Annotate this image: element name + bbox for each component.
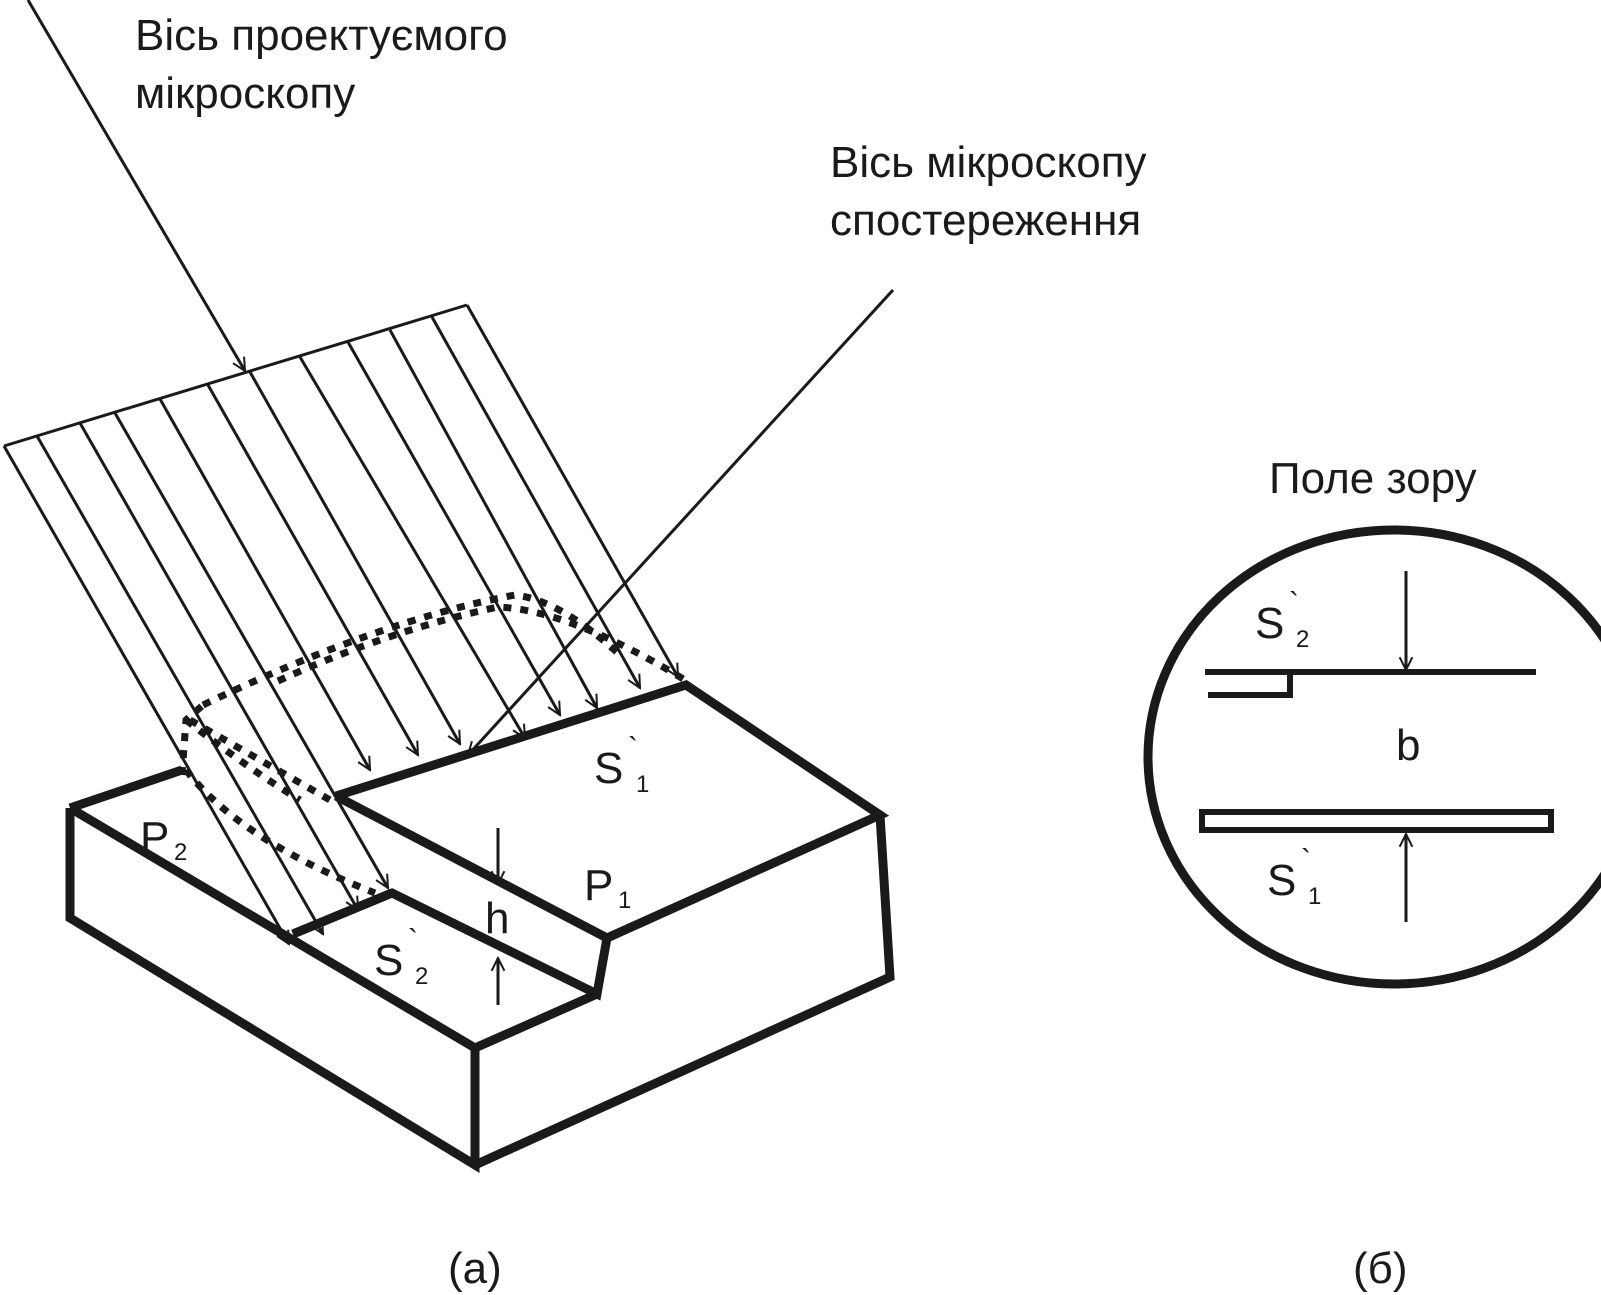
fov-label-s2-prime: ` xyxy=(1289,587,1299,620)
fov-label-s1: S xyxy=(1267,856,1296,905)
light-ray xyxy=(2,445,291,944)
projection-beam-top-edge xyxy=(3,303,468,448)
light-ray xyxy=(248,371,462,744)
field-of-view xyxy=(1143,525,1601,989)
caption-a: (а) xyxy=(448,1244,502,1293)
block-lower-top-face xyxy=(67,765,599,1054)
projection-beam xyxy=(2,0,895,944)
light-ray xyxy=(158,398,372,770)
light-ray xyxy=(35,435,325,934)
projection-axis-label-line2: мікроскопу xyxy=(135,69,355,118)
block-upper-top-face xyxy=(334,680,890,943)
label-s2: S xyxy=(374,936,403,985)
light-ray xyxy=(298,356,527,738)
fov-label-s2: S xyxy=(1255,599,1284,648)
light-ray xyxy=(430,316,642,688)
light-ray xyxy=(206,384,420,755)
lower-edge-strip xyxy=(1199,809,1554,833)
projection-axis-line xyxy=(26,0,247,371)
field-of-view-circle xyxy=(1143,525,1601,989)
field-of-view-title: Поле зору xyxy=(1269,454,1477,503)
light-ray xyxy=(113,412,390,888)
projection-axis-label-line1: Вісь проектуємого xyxy=(135,11,508,60)
fov-label-b: b xyxy=(1396,721,1420,770)
label-s2-prime: ` xyxy=(408,924,418,957)
light-ray xyxy=(388,329,599,708)
block-left-side xyxy=(65,808,480,1174)
light-ray xyxy=(78,422,360,910)
label-s1-prime: ` xyxy=(628,732,638,765)
label-s2-sub: 2 xyxy=(415,963,428,990)
label-p2: P xyxy=(140,813,169,862)
block-right-side xyxy=(473,814,895,1170)
label-h: h xyxy=(485,894,509,943)
fov-label-s2-sub: 2 xyxy=(1296,626,1309,653)
stepped-block xyxy=(65,680,895,1174)
label-s1-sub: 1 xyxy=(636,771,649,798)
label-s1: S xyxy=(594,744,623,793)
upper-edge-step xyxy=(1208,672,1293,698)
dotted-illumination-outline xyxy=(178,591,687,897)
fov-label-s1-sub: 1 xyxy=(1308,883,1321,910)
caption-b: (б) xyxy=(1353,1244,1408,1293)
label-p2-sub: 2 xyxy=(174,839,187,866)
light-ray xyxy=(465,304,680,677)
light-ray xyxy=(346,341,562,715)
fov-label-s1-prime: ` xyxy=(1301,844,1311,877)
observation-axis-line xyxy=(468,288,895,755)
observation-axis-label-line2: спостереження xyxy=(830,196,1141,245)
observation-axis-label-line1: Вісь мікроскопу xyxy=(830,138,1147,187)
label-p1: P xyxy=(584,861,613,910)
label-p1-sub: 1 xyxy=(618,887,631,914)
